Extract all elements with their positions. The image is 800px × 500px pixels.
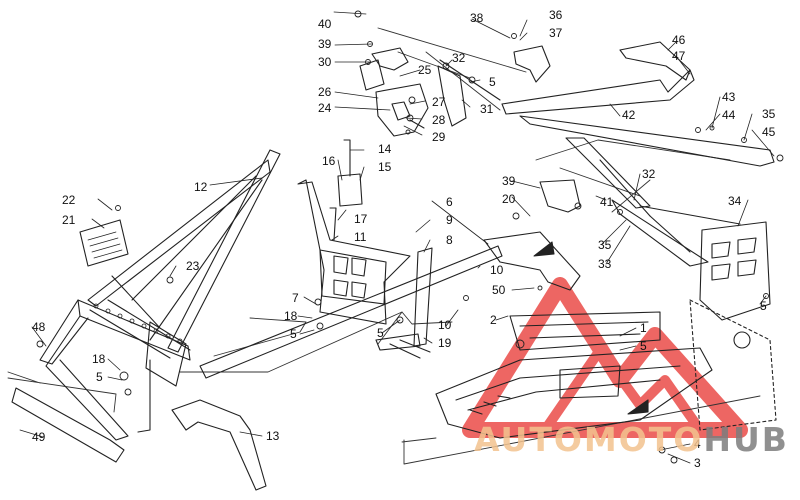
callout-50: 50 xyxy=(492,283,506,297)
callout-32: 32 xyxy=(452,51,466,65)
callout-2: 2 xyxy=(490,313,497,327)
callout-3: 3 xyxy=(694,456,701,470)
callout-39: 39 xyxy=(318,37,332,51)
callout-5e: 5 xyxy=(96,370,103,384)
callout-46: 46 xyxy=(672,33,686,47)
callout-41: 41 xyxy=(600,195,614,209)
callout-4: 4 xyxy=(694,437,701,451)
callout-14: 14 xyxy=(378,142,392,156)
callout-38: 38 xyxy=(470,11,484,25)
callout-5: 5 xyxy=(489,75,496,89)
callout-23: 23 xyxy=(186,259,200,273)
bar-49 xyxy=(11,387,125,463)
steering-parts-24 xyxy=(359,47,501,137)
upper-arm-42 xyxy=(501,69,775,267)
bracket-6 xyxy=(483,231,581,291)
callout-35b: 35 xyxy=(598,238,612,252)
callout-36: 36 xyxy=(549,8,563,22)
callout-47: 47 xyxy=(672,49,686,63)
callout-32b: 32 xyxy=(642,167,656,181)
callout-22: 22 xyxy=(62,193,76,207)
bottom-plate-1 xyxy=(435,311,713,439)
callout-5d: 5 xyxy=(640,339,647,353)
group-outline-top xyxy=(377,27,527,111)
group-outline-middle xyxy=(7,139,761,465)
callout-9: 9 xyxy=(446,213,453,227)
callout-11: 11 xyxy=(354,230,367,244)
callout-28: 28 xyxy=(432,113,446,127)
callout-6: 6 xyxy=(446,195,453,209)
callout-1: 1 xyxy=(640,321,647,335)
callout-15: 15 xyxy=(378,160,392,174)
center-bracket-11 xyxy=(297,139,411,325)
callout-20: 20 xyxy=(502,192,516,206)
callout-35: 35 xyxy=(762,107,776,121)
callout-5c: 5 xyxy=(377,326,384,340)
callout-7: 7 xyxy=(292,291,299,305)
callout-13: 13 xyxy=(266,429,280,443)
leader-lines xyxy=(19,11,775,464)
callout-34: 34 xyxy=(728,194,742,208)
callout-43: 43 xyxy=(722,90,736,104)
callout-19: 19 xyxy=(438,336,452,350)
direction-arrow-1 xyxy=(533,241,555,257)
callout-17: 17 xyxy=(354,212,368,226)
bracket-36 xyxy=(513,45,551,83)
callout-26: 26 xyxy=(318,85,332,99)
callout-18b: 18 xyxy=(92,352,106,366)
callout-21: 21 xyxy=(62,213,76,227)
front-frame-12 xyxy=(39,149,281,441)
watermark-text: AUTOMOTOHUB xyxy=(474,420,789,459)
callout-37: 37 xyxy=(549,26,563,40)
decal-21 xyxy=(79,219,129,267)
bulkhead-34 xyxy=(689,221,777,431)
callout-18: 18 xyxy=(284,309,298,323)
frame-holes xyxy=(93,303,183,344)
callout-48: 48 xyxy=(32,320,46,334)
callout-30: 30 xyxy=(318,55,332,69)
callout-31: 31 xyxy=(480,102,494,116)
callout-45: 45 xyxy=(762,125,776,139)
bracket-46 xyxy=(619,41,691,81)
callout-10b: 10 xyxy=(438,318,452,332)
callout-24: 24 xyxy=(318,101,332,115)
bracket-39 xyxy=(539,179,581,213)
callout-5b: 5 xyxy=(290,327,297,341)
callout-12: 12 xyxy=(194,180,208,194)
callout-16: 16 xyxy=(322,154,336,168)
watermark-brand-b: HUB xyxy=(703,420,789,459)
fasteners xyxy=(36,10,784,464)
cover-13 xyxy=(171,399,267,491)
watermark-brand-a: AUTOMOTO xyxy=(474,420,704,459)
callout-33: 33 xyxy=(598,257,612,271)
callout-5f: 5 xyxy=(760,299,767,313)
direction-arrow-2 xyxy=(627,399,649,415)
callout-27: 27 xyxy=(432,95,446,109)
callout-42: 42 xyxy=(622,108,636,122)
callout-10: 10 xyxy=(490,263,504,277)
callout-25: 25 xyxy=(418,63,432,77)
callout-44: 44 xyxy=(722,108,736,122)
callout-29: 29 xyxy=(432,130,446,144)
steering-post-8 xyxy=(375,247,433,359)
callout-39b: 39 xyxy=(502,174,516,188)
cross-tube xyxy=(199,245,503,379)
callout-8: 8 xyxy=(446,233,453,247)
callout-40: 40 xyxy=(318,17,332,31)
callout-49: 49 xyxy=(32,430,46,444)
